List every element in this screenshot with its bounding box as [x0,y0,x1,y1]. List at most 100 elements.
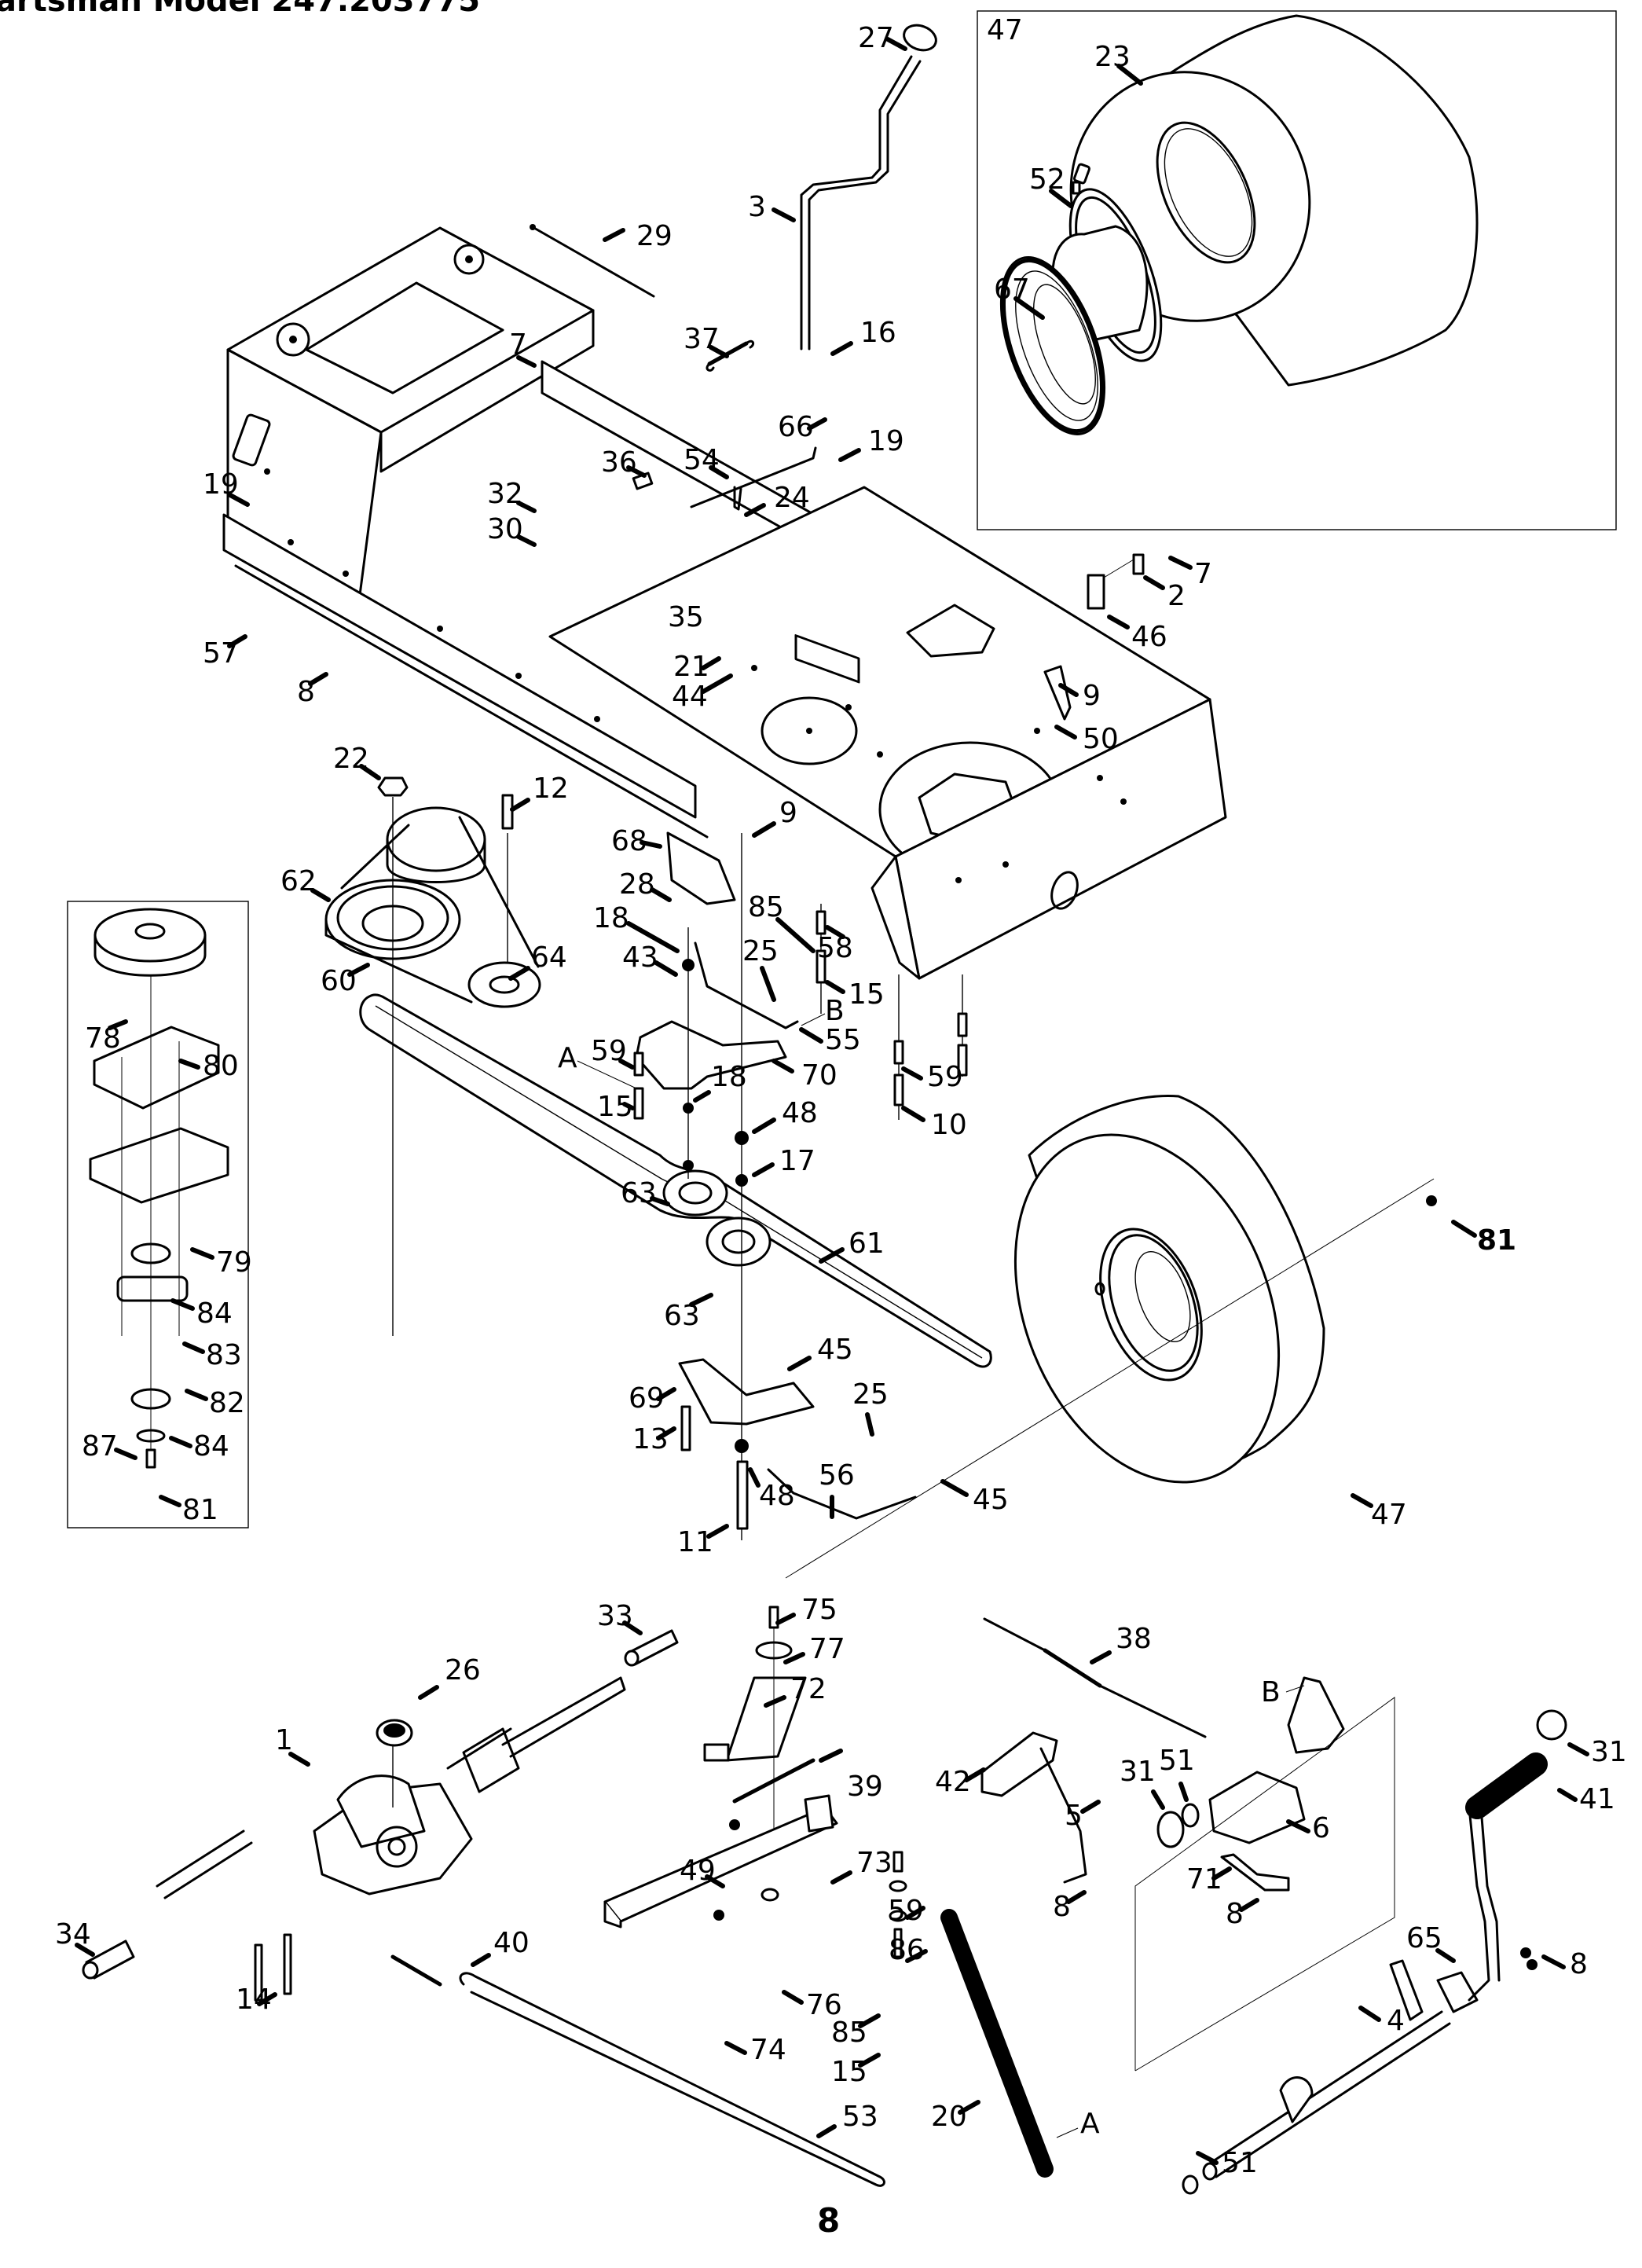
bracket-part-71 [1220,1853,1290,1892]
callout-7: 7 [509,328,527,361]
wheel-assembly-inset: 47 23 52 67 [977,10,1617,530]
spring-part-38 [983,1617,1207,1738]
callout-60: 60 [321,965,357,997]
rear-wheel-part-47 [1013,1094,1325,1484]
callout-17: 17 [779,1145,816,1177]
callout-63: 63 [621,1177,657,1209]
callout-35: 35 [668,601,704,633]
callout-46: 46 [1131,621,1167,653]
rod-part-54 [690,446,817,508]
bracket-part-50 [1043,665,1072,721]
callout-41: 41 [1579,1783,1615,1815]
idler-pulley-part-63a [662,1169,728,1217]
callout-40: 40 [493,1927,530,1959]
callout-82: 82 [209,1387,245,1419]
callout-84: 84 [196,1297,233,1330]
pulley-part-78 [93,908,207,963]
callout-45b: 45 [973,1484,1009,1516]
callout-58: 58 [817,932,853,964]
callout-31b: 31 [1120,1756,1156,1788]
callout-2: 2 [1167,580,1186,612]
callout-76: 76 [806,1989,842,2021]
callout-26: 26 [445,1654,481,1686]
inset-label-47: 47 [987,14,1023,46]
inset-frame [67,901,249,1529]
callout-18b: 18 [711,1061,747,1093]
callout-49: 49 [680,1855,716,1887]
callout-24: 24 [774,482,810,514]
nut-part-22 [377,776,409,797]
bolt-part-12 [501,794,514,830]
bolt-part-81 [1426,1195,1437,1206]
callout-15: 15 [848,978,885,1011]
cap-part-31 [1536,1709,1567,1741]
callout-8c: 8 [1226,1898,1244,1930]
bracket-part-79 [89,1127,229,1204]
spring-part-39 [732,1758,816,1804]
callout-53: 53 [842,2101,878,2133]
spring-part-20 [940,1909,1054,2178]
callout-70: 70 [801,1059,837,1092]
callout-20: 20 [931,2101,967,2133]
callout-7b: 7 [1194,558,1212,590]
bracket-part-6 [1208,1676,1345,1844]
spring-part-40 [390,1954,442,1987]
bushing-part-31 [1156,1811,1185,1848]
leader-52 [1049,189,1073,208]
bolt-part-49 [729,1819,740,1830]
callout-9: 9 [1083,680,1101,712]
callout-72: 72 [790,1673,826,1705]
callout-labels: 27 3 29 16 37 7 66 19 36 54 24 32 30 19 … [55,22,1627,2179]
bracket-part-68 [666,831,736,905]
bracket-part-2 [1132,553,1145,575]
callout-29: 29 [636,220,673,252]
callout-18: 18 [593,902,629,934]
callout-79: 79 [216,1246,252,1279]
callout-32: 32 [487,478,523,510]
pedal-shaft-part-4 [1182,1959,1479,2195]
model-header: artsman Model 247.203775 [0,0,480,19]
nut-part-76 [761,1888,779,1902]
callout-81: 81 [1477,1224,1516,1257]
callout-12: 12 [533,773,569,805]
clutch-pedal-part-42 [980,1731,1087,1884]
idler-pulley-part-63b [706,1217,772,1267]
switch-part-46 [1087,553,1145,610]
callout-9b: 9 [779,797,797,829]
callout-73: 73 [856,1847,892,1879]
callout-25: 25 [742,935,779,967]
callout-Ab: A [1080,2108,1100,2140]
callout-56: 56 [819,1459,855,1492]
transaxle-part-1 [82,1629,679,2002]
callout-80: 80 [203,1050,239,1082]
bracket-part-70 [635,1020,787,1090]
bolt-part-11 [736,1460,749,1530]
callout-48: 48 [782,1097,818,1129]
callout-42: 42 [935,1766,971,1798]
cotter-pin-part-24 [733,486,742,511]
callout-Bb: B [1261,1676,1281,1708]
callout-3: 3 [748,191,766,223]
callout-87: 87 [82,1430,118,1462]
pulley-group [324,776,541,1336]
brake-rod-part-53 [459,1972,885,2187]
callout-77: 77 [809,1633,845,1665]
callout-30: 30 [487,513,523,545]
bracket-part-69 [678,1358,815,1426]
callout-83: 83 [206,1339,242,1371]
callout-47: 47 [1371,1499,1407,1531]
callout-13: 13 [632,1423,669,1455]
brake-pedal-part-41 [1465,1752,1548,2002]
rim-part-67 [999,188,1163,435]
callout-34: 34 [55,1918,91,1951]
bolt-part-74 [713,1910,724,1921]
callout-48b: 48 [759,1480,795,1512]
callout-11: 11 [677,1526,713,1558]
inset-frame [977,10,1617,530]
callout-84b: 84 [193,1430,229,1462]
group-outline [1134,1697,1395,2072]
callout-B: B [825,995,845,1027]
callout-8b: 8 [1053,1891,1071,1923]
chassis-frame [222,226,1227,980]
